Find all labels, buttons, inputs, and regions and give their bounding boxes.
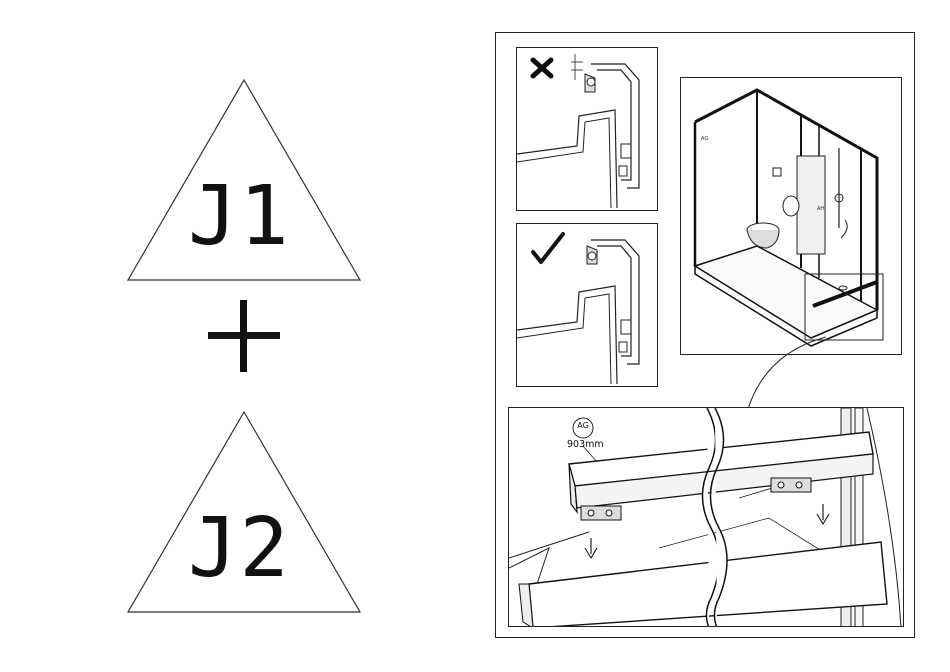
cabin-overview: AG AH bbox=[680, 77, 902, 355]
cross-mark-icon bbox=[533, 60, 551, 76]
check-mark-icon bbox=[533, 234, 563, 262]
svg-text:AH: AH bbox=[817, 206, 824, 212]
svg-text:AG: AG bbox=[701, 136, 708, 142]
correct-fit-detail bbox=[516, 223, 658, 387]
detail-leader-line bbox=[726, 333, 846, 413]
part-code-label: AG bbox=[574, 421, 592, 430]
arrow-down-icon bbox=[585, 538, 597, 558]
step-label-j1: J1 bbox=[188, 176, 291, 258]
plus-sign bbox=[208, 300, 280, 372]
instruction-panel: AG AH bbox=[495, 32, 915, 638]
wrong-fit-detail bbox=[516, 47, 658, 211]
rail-detail: AG 903mm bbox=[508, 407, 904, 627]
arrow-down-icon bbox=[817, 504, 829, 524]
step-label-j2: J2 bbox=[188, 508, 291, 590]
part-length-label: 903mm bbox=[567, 439, 604, 450]
